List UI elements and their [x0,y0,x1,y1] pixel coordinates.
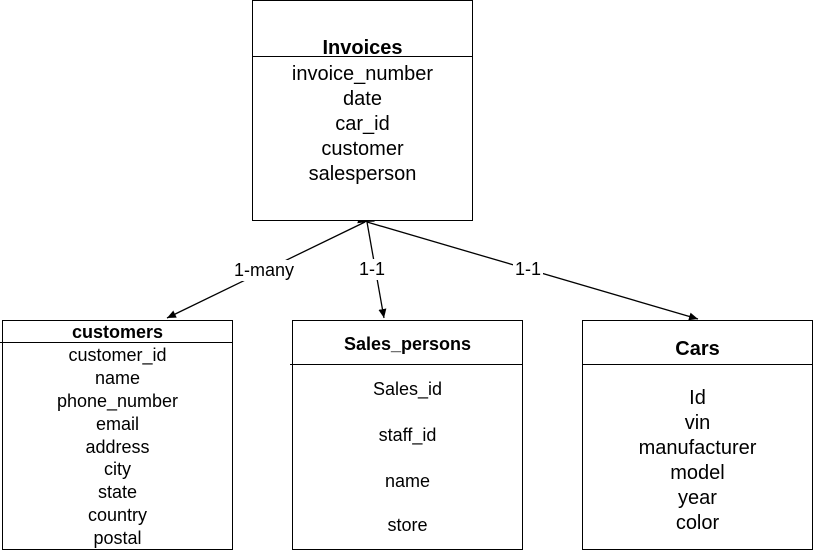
entity-customers-field: state [97,482,138,502]
entity-invoices-field: date [343,88,382,110]
entity-invoices-field: customer [321,138,404,160]
entity-customers-field: postal [93,528,142,548]
entity-customers-field: customer_id [68,345,167,365]
entity-customers-field: phone_number [56,391,179,411]
entity-sales-persons-divider [290,364,522,365]
entity-invoices-title: Invoices [322,37,403,59]
entity-customers-field: email [95,414,139,434]
entity-customers-divider [0,342,233,343]
entity-sales-persons-field: name [384,471,431,491]
entity-customers[interactable]: customers customer_id name phone_number … [2,320,233,550]
entity-invoices[interactable]: Invoices invoice_number date car_id cust… [252,0,473,221]
entity-cars-field: year [678,487,717,509]
entity-invoices-field: salesperson [308,163,417,185]
entity-customers-title: customers [71,322,164,342]
entity-cars[interactable]: Cars Id vin manufacturer model year colo… [582,320,813,550]
entity-customers-field: country [87,505,148,525]
relationship-label-sales-persons: 1-1 [357,259,388,280]
entity-sales-persons-field: staff_id [378,425,437,445]
entity-cars-field: manufacturer [638,437,757,459]
entity-sales-persons[interactable]: Sales_persons Sales_id staff_id name sto… [290,320,523,550]
entity-invoices-field: car_id [335,113,390,135]
entity-cars-field: Id [689,387,706,409]
entity-cars-title: Cars [675,338,720,360]
entity-cars-field: vin [684,412,711,434]
entity-cars-divider [583,364,812,365]
entity-cars-field: model [670,462,725,484]
entity-sales-persons-field: store [387,515,428,535]
relationship-label-customers: 1-many [232,260,297,281]
entity-customers-field: city [104,459,131,479]
entity-customers-field: name [94,368,141,388]
entity-invoices-field: invoice_number [291,63,434,85]
entity-invoices-divider [253,56,472,57]
relationship-label-cars: 1-1 [513,259,544,280]
entity-sales-persons-field: Sales_id [372,379,443,399]
entity-customers-field: address [85,437,150,457]
entity-cars-field: color [675,512,720,534]
entity-sales-persons-title: Sales_persons [343,334,472,354]
